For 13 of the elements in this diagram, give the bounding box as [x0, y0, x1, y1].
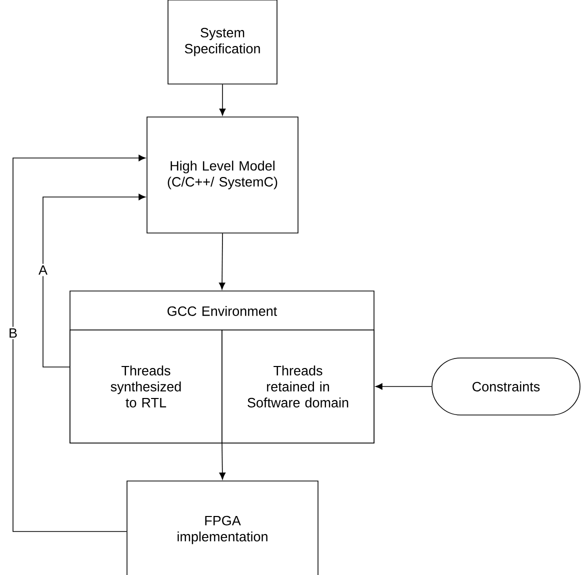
arrow: [42, 194, 146, 368]
process-box: FPGA implementation: [126, 480, 318, 575]
process-box: Threads retained in Software domain: [222, 330, 374, 444]
arrow: [218, 233, 226, 290]
process-box: Threads synthesized to RTL: [70, 330, 222, 444]
arrow: [375, 383, 432, 390]
process-box: System Specification: [168, 0, 278, 84]
arrow: [12, 154, 146, 532]
arrow: [219, 84, 226, 116]
arrow: [219, 443, 226, 480]
edge-label: A: [37, 264, 49, 276]
edge-label: B: [7, 326, 19, 340]
process-box: High Level Model (C/C++/ SystemC): [146, 116, 298, 234]
